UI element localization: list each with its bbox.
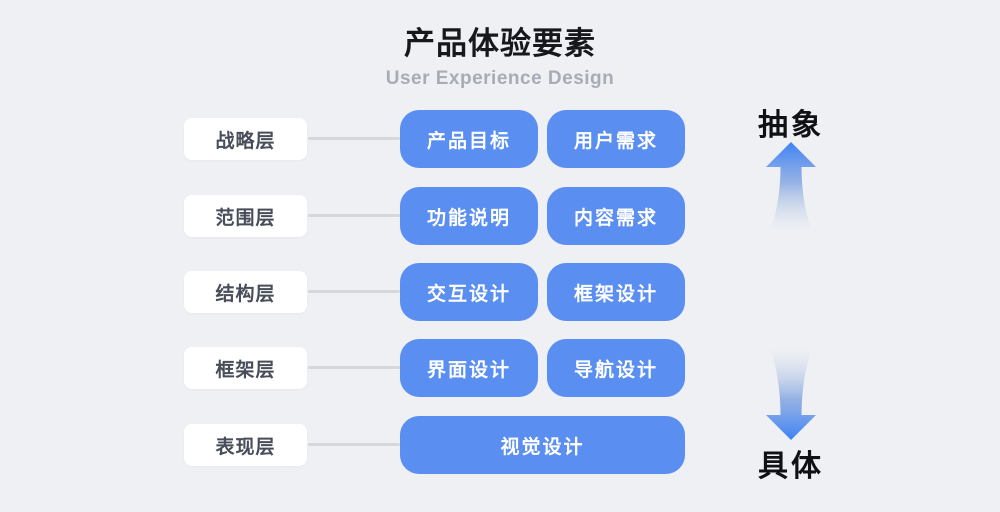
axis-concrete-label: 具体 bbox=[758, 450, 824, 483]
element-boxes: 界面设计 导航设计 bbox=[400, 339, 685, 397]
layer-row-surface: 表现层 视觉设计 bbox=[184, 416, 685, 474]
element-box-product-goals: 产品目标 bbox=[400, 110, 538, 168]
connector-line bbox=[308, 137, 400, 140]
layer-row-scope: 范围层 功能说明 内容需求 bbox=[184, 187, 685, 245]
abstraction-axis: 抽象 具体 bbox=[751, 0, 831, 512]
connector-line bbox=[308, 443, 400, 446]
element-box-navigation-design: 导航设计 bbox=[547, 339, 685, 397]
axis-abstract-label: 抽象 bbox=[758, 109, 824, 142]
connector-line bbox=[308, 366, 400, 369]
header: 产品体验要素 User Experience Design bbox=[0, 18, 1000, 90]
element-boxes: 交互设计 框架设计 bbox=[400, 263, 685, 321]
layer-label-surface: 表现层 bbox=[184, 424, 307, 466]
element-box-functional-specs: 功能说明 bbox=[400, 187, 538, 245]
element-box-visual-design: 视觉设计 bbox=[400, 416, 685, 474]
layer-row-skeleton: 框架层 界面设计 导航设计 bbox=[184, 339, 685, 397]
layer-label-skeleton: 框架层 bbox=[184, 347, 307, 389]
element-boxes: 功能说明 内容需求 bbox=[400, 187, 685, 245]
page-subtitle: User Experience Design bbox=[385, 68, 615, 89]
arrow-up-icon bbox=[766, 142, 816, 232]
connector-line bbox=[308, 214, 400, 217]
arrow-down-icon bbox=[766, 348, 816, 440]
layer-label-scope: 范围层 bbox=[184, 195, 307, 237]
connector-line bbox=[308, 290, 400, 293]
element-box-interaction-design: 交互设计 bbox=[400, 263, 538, 321]
layer-label-structure: 结构层 bbox=[184, 271, 307, 313]
element-boxes: 视觉设计 bbox=[400, 416, 685, 474]
layer-row-structure: 结构层 交互设计 框架设计 bbox=[184, 263, 685, 321]
element-box-interface-design: 界面设计 bbox=[400, 339, 538, 397]
element-boxes: 产品目标 用户需求 bbox=[400, 110, 685, 168]
element-box-content-requirements: 内容需求 bbox=[547, 187, 685, 245]
element-box-framework-design: 框架设计 bbox=[547, 263, 685, 321]
page-title: 产品体验要素 bbox=[404, 26, 596, 61]
layer-label-strategy: 战略层 bbox=[184, 118, 307, 160]
element-box-user-needs: 用户需求 bbox=[547, 110, 685, 168]
layer-row-strategy: 战略层 产品目标 用户需求 bbox=[184, 110, 685, 168]
